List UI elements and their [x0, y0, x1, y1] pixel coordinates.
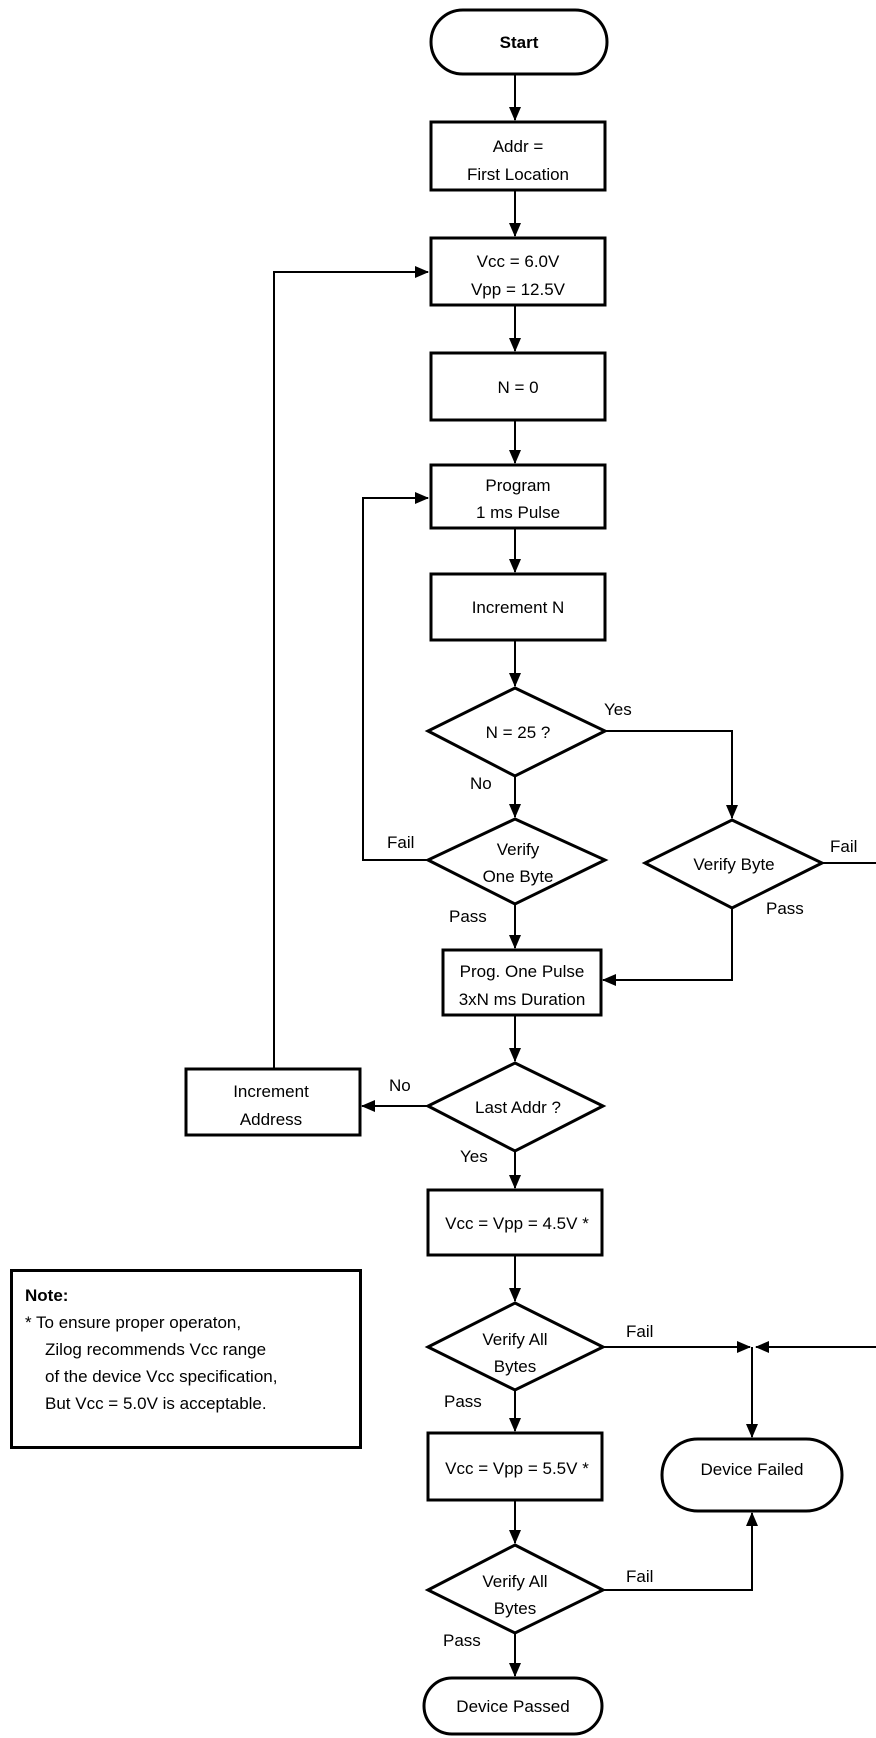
verifyall-a-diamond — [424, 1301, 607, 1392]
verify-onebyte-label-2: One Byte — [483, 867, 554, 886]
verifyall-a-label-2: Bytes — [494, 1357, 537, 1376]
addr-label-2: First Location — [467, 165, 569, 184]
vcc-label-2: Vpp = 12.5V — [471, 280, 566, 299]
n25-label: N = 25 ? — [486, 723, 551, 742]
arrow-verifyall-b-fail-to-failed — [603, 1512, 758, 1591]
edge-label-fail-verifybyte: Fail — [830, 837, 857, 856]
program-box — [429, 463, 607, 530]
vcc55-label: Vcc = Vpp = 5.5V * — [445, 1459, 589, 1478]
passed-terminal — [422, 1676, 604, 1736]
start-terminal — [429, 8, 609, 76]
failed-terminal — [660, 1437, 844, 1513]
verifyall-a-label-1: Verify All — [482, 1330, 547, 1349]
arrow-verifybyte-pass-to-progone — [602, 908, 733, 986]
note-line-4: But Vcc = 5.0V is acceptable. — [45, 1394, 267, 1413]
failed-label: Device Failed — [701, 1460, 804, 1479]
note-line-1: * To ensure proper operaton, — [25, 1313, 242, 1332]
passed-label: Device Passed — [456, 1697, 569, 1716]
verifyall-b-label-1: Verify All — [482, 1572, 547, 1591]
edge-label-fail-verify: Fail — [387, 833, 414, 852]
verifyall-b-label-2: Bytes — [494, 1599, 537, 1618]
incaddr-label-2: Address — [240, 1110, 302, 1129]
incn-box — [429, 572, 607, 642]
vcc-box — [429, 236, 607, 307]
lastaddr-diamond — [424, 1061, 607, 1153]
addr-label-1: Addr = — [493, 137, 544, 156]
connectors — [273, 74, 876, 1677]
edge-label-fail-verifyall-a: Fail — [626, 1322, 653, 1341]
verifybyte-diamond — [641, 818, 826, 910]
program-label-2: 1 ms Pulse — [476, 503, 560, 522]
program-label-1: Program — [485, 476, 550, 495]
edge-label-pass-verifyall-a: Pass — [444, 1392, 482, 1411]
edge-label-yes-n25: Yes — [604, 700, 632, 719]
edge-label-yes-lastaddr: Yes — [460, 1147, 488, 1166]
vcc-label-1: Vcc = 6.0V — [477, 252, 560, 271]
incaddr-box — [184, 1067, 362, 1137]
progone-label-2: 3xN ms Duration — [459, 990, 586, 1009]
incn-label: Increment N — [472, 598, 565, 617]
note-box: Note: * To ensure proper operaton, Zilog… — [10, 1269, 362, 1449]
arrow-verify-fail-loop — [362, 492, 429, 861]
edge-label-fail-verifyall-b: Fail — [626, 1567, 653, 1586]
progone-label-1: Prog. One Pulse — [460, 962, 585, 981]
edge-label-pass-verify: Pass — [449, 907, 487, 926]
incaddr-label-1: Increment — [233, 1082, 309, 1101]
addr-box — [429, 120, 607, 192]
edge-label-pass-verifybyte: Pass — [766, 899, 804, 918]
n0-label: N = 0 — [497, 378, 538, 397]
edge-label-pass-verifyall-b: Pass — [443, 1631, 481, 1650]
note-line-2: Zilog recommends Vcc range — [45, 1340, 267, 1359]
vcc45-box — [426, 1188, 604, 1257]
start-label: Start — [500, 33, 539, 52]
note-line-3: of the device Vcc specification, — [45, 1367, 278, 1386]
arrow-n25-yes-to-verifybyte — [605, 730, 738, 819]
shapes — [184, 8, 844, 1736]
progone-box — [441, 948, 603, 1017]
vcc55-box — [426, 1431, 604, 1502]
vcc45-label: Vcc = Vpp = 4.5V * — [445, 1214, 589, 1233]
verify-onebyte-diamond — [424, 817, 609, 906]
n0-box — [429, 351, 607, 422]
verify-onebyte-label-1: Verify — [497, 840, 540, 859]
edge-label-no-n25: No — [470, 774, 492, 793]
lastaddr-label: Last Addr ? — [475, 1098, 561, 1117]
verifyall-b-diamond — [424, 1543, 607, 1635]
note-title: Note: — [25, 1286, 69, 1305]
arrow-incaddr-loop-to-vcc — [273, 266, 429, 1072]
edge-label-no-lastaddr: No — [389, 1076, 411, 1095]
verifybyte-label: Verify Byte — [693, 855, 774, 874]
n25-diamond — [424, 686, 609, 778]
